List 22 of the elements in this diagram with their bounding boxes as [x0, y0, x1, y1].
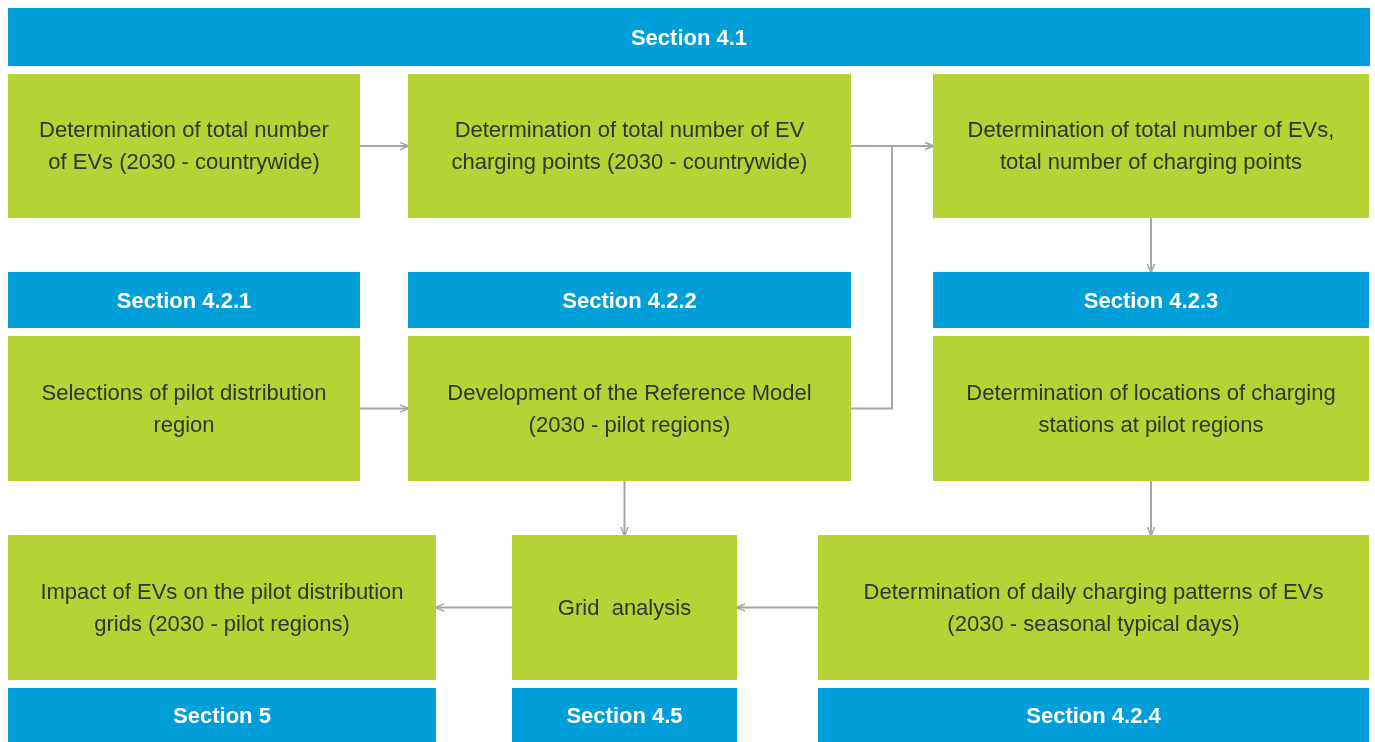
process-box: Development of the Reference Model (2030 - pilot regions) — [408, 336, 851, 481]
process-box: Selections of pilot distribution region — [8, 336, 360, 481]
process-box: Determination of total number of EV charging points (2030 - countrywide) — [408, 74, 851, 218]
process-box: Determination of daily charging patterns of EVs (2030 - seasonal typical days) — [818, 535, 1369, 680]
section-banner: Section 4.2.1 — [8, 272, 360, 328]
arrow — [850, 141, 935, 410]
process-box: Determination of total number of EVs (2030 - countrywide) — [8, 74, 360, 218]
section-banner: Section 5 — [8, 688, 436, 742]
arrow — [359, 141, 410, 151]
section-banner: Section 4.2.2 — [408, 272, 851, 328]
section-banner: Section 4.5 — [512, 688, 737, 742]
section-banner: Section 4.2.3 — [933, 272, 1369, 328]
process-box: Impact of EVs on the pilot distribution grids (2030 - pilot regions) — [8, 535, 436, 680]
arrow — [1146, 217, 1156, 274]
arrow — [620, 480, 629, 537]
arrow — [359, 404, 410, 413]
section-banner: Section 4.2.4 — [818, 688, 1369, 742]
arrow — [1146, 480, 1156, 537]
process-box: Determination of locations of charging stations at pilot regions — [933, 336, 1369, 481]
process-box: Grid analysis — [512, 535, 737, 680]
section-banner: Section 4.1 — [8, 8, 1370, 66]
process-box: Determination of total number of EVs, total number of charging points — [933, 74, 1369, 218]
